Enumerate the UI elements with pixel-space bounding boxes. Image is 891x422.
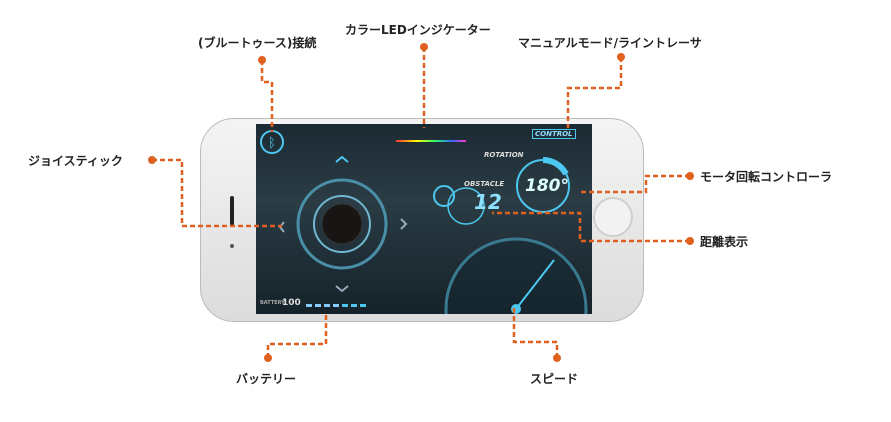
control-mode-button[interactable]: CONTROL [532, 129, 576, 139]
battery-label: BATTERY [260, 300, 285, 306]
callout-motor: モータ回転コントローラ [700, 170, 833, 184]
battery-bar [306, 304, 366, 307]
obstacle-value: 12 [474, 190, 502, 214]
callout-joystick: ジョイスティック [28, 154, 123, 168]
joystick-right-arrow [400, 218, 408, 230]
bluetooth-glyph: ᛒ [268, 136, 276, 151]
motor-leader [580, 174, 690, 194]
speed-needle [515, 259, 555, 310]
callout-led: カラーLEDインジケーター [345, 23, 491, 37]
hud-graphics: ᛒ [260, 130, 588, 314]
home-button [593, 197, 633, 237]
callout-mode: マニュアルモード/ライントレーサ [518, 36, 702, 50]
mode-leader [566, 57, 623, 128]
distance-leader [492, 211, 690, 243]
callout-distance: 距離表示 [700, 235, 749, 249]
joystick-leader [152, 158, 282, 228]
battery-value: 100 [282, 298, 301, 308]
joystick-down-arrow [335, 285, 349, 293]
joystick-up-arrow [335, 155, 349, 163]
callout-bluetooth: (ブルートゥース)接続 [198, 36, 317, 50]
speedometer [444, 237, 588, 314]
callout-speed: スピード [530, 372, 579, 386]
rotation-label: ROTATION [484, 151, 524, 159]
obstacle-label: OBSTACLE [464, 180, 505, 188]
joystick-knob [321, 203, 363, 245]
battery-leader [266, 312, 328, 358]
bluetooth-leader [260, 60, 274, 132]
led-indicator-bar [396, 140, 466, 142]
obstacle-ring [447, 187, 485, 225]
speed-leader [512, 306, 559, 358]
hud-ring [433, 185, 455, 207]
rotation-arc [542, 157, 569, 176]
callout-dots [148, 43, 694, 362]
rotation-value: 180° [525, 176, 569, 196]
callout-battery: バッテリー [236, 372, 297, 386]
joystick-outer-ring [296, 178, 388, 270]
phone-speaker [230, 196, 234, 226]
phone-camera [230, 244, 234, 248]
app-screen: ᛒ CONTROL ROTATION 180° OBSTACLE 12 BATT… [256, 124, 592, 314]
joystick-inner-ring [313, 195, 371, 253]
